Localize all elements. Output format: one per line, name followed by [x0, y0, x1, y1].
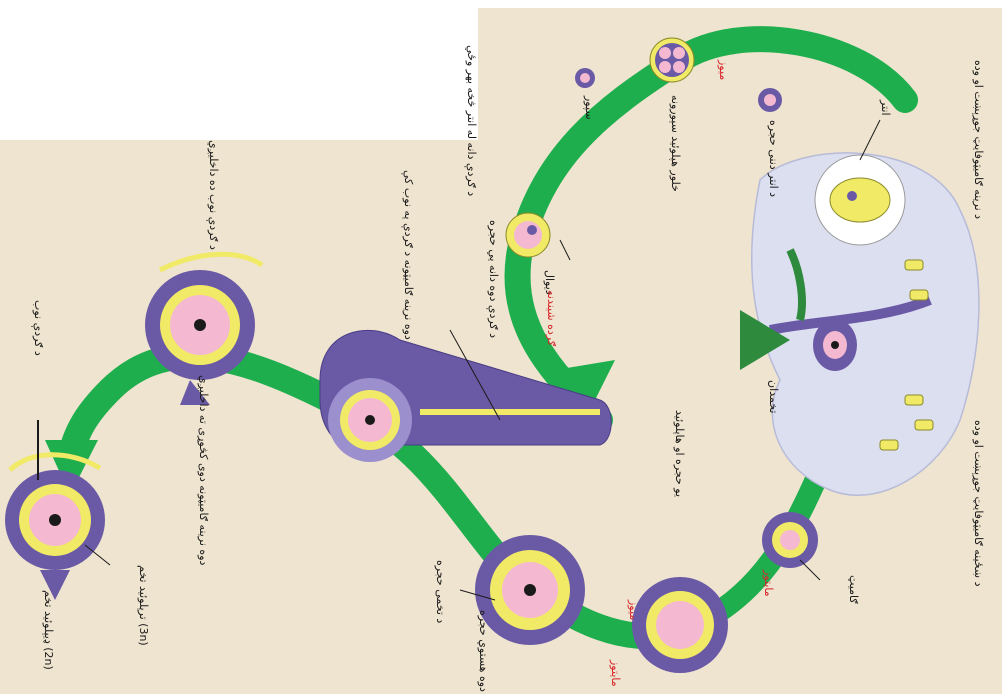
label-red-mitosis: مایتوز: [762, 569, 775, 597]
label-egg-cell: د تخمی حجره: [434, 560, 447, 623]
label-anther-mother-cell: د انتر دننی حجره: [767, 120, 780, 197]
pollen-grain: [506, 213, 550, 257]
label-spore: سپور: [583, 95, 596, 120]
label-flower-bottom-title: د ښځینه ګامیټوفایټ جوړېښت او وده: [972, 420, 985, 587]
label-red-pollen: ګرده شیندنه: [545, 290, 558, 347]
label-pollination: د ګردې نوب ده داخلیږي: [206, 140, 220, 250]
label-double-fertilization: دوه نرینه ګامیټونه دوی کڅوړی ته داخلیږي: [196, 375, 210, 566]
label-gametophyte: ګامیټ: [847, 575, 860, 604]
gametophyte-small: [762, 512, 818, 568]
label-red-meiosis-1: میوز: [717, 59, 730, 80]
label-one-cell: یو حجره او هاپلوئید: [673, 410, 686, 497]
label-flower-top-title: د نرینه ګامیټوفایټ جوړېښت او وده: [972, 60, 985, 219]
anther-magnified: [815, 155, 905, 245]
label-pollen-tube-growth: دوه نرینه ګامیټونه د ګردې په نوب کې: [401, 170, 415, 340]
spore-cell: [575, 68, 595, 88]
label-diploid-zygote: ډیپلوئید تخم (2n): [42, 590, 55, 670]
ovule-fertilized: [475, 535, 585, 645]
label-anther: انتر: [879, 99, 892, 116]
tetrad: [650, 38, 694, 82]
ovule-one-cell: [632, 577, 728, 673]
label-red-meiosis-2: میوز: [627, 599, 640, 620]
label-red-mitosis-2: مایتوز: [609, 659, 622, 687]
label-pollen-cell: د ګردې دوه دانه یي حجره: [486, 220, 500, 338]
label-central-cell: دوه هستوي حجره: [477, 610, 490, 692]
anther-cell: [758, 88, 782, 112]
label-microspore: خلور هپلوئید سپورونه: [669, 95, 682, 192]
label-triploid-egg: ترپلوئید تخم (3n): [137, 565, 150, 646]
label-pollen-tube-entry: د ګردې دانه له انتر څخه بهر وځي: [464, 45, 478, 196]
label-ovule: تخمدان: [767, 380, 780, 413]
label-pollen-tube-final: د ګردې نوب: [31, 300, 45, 356]
